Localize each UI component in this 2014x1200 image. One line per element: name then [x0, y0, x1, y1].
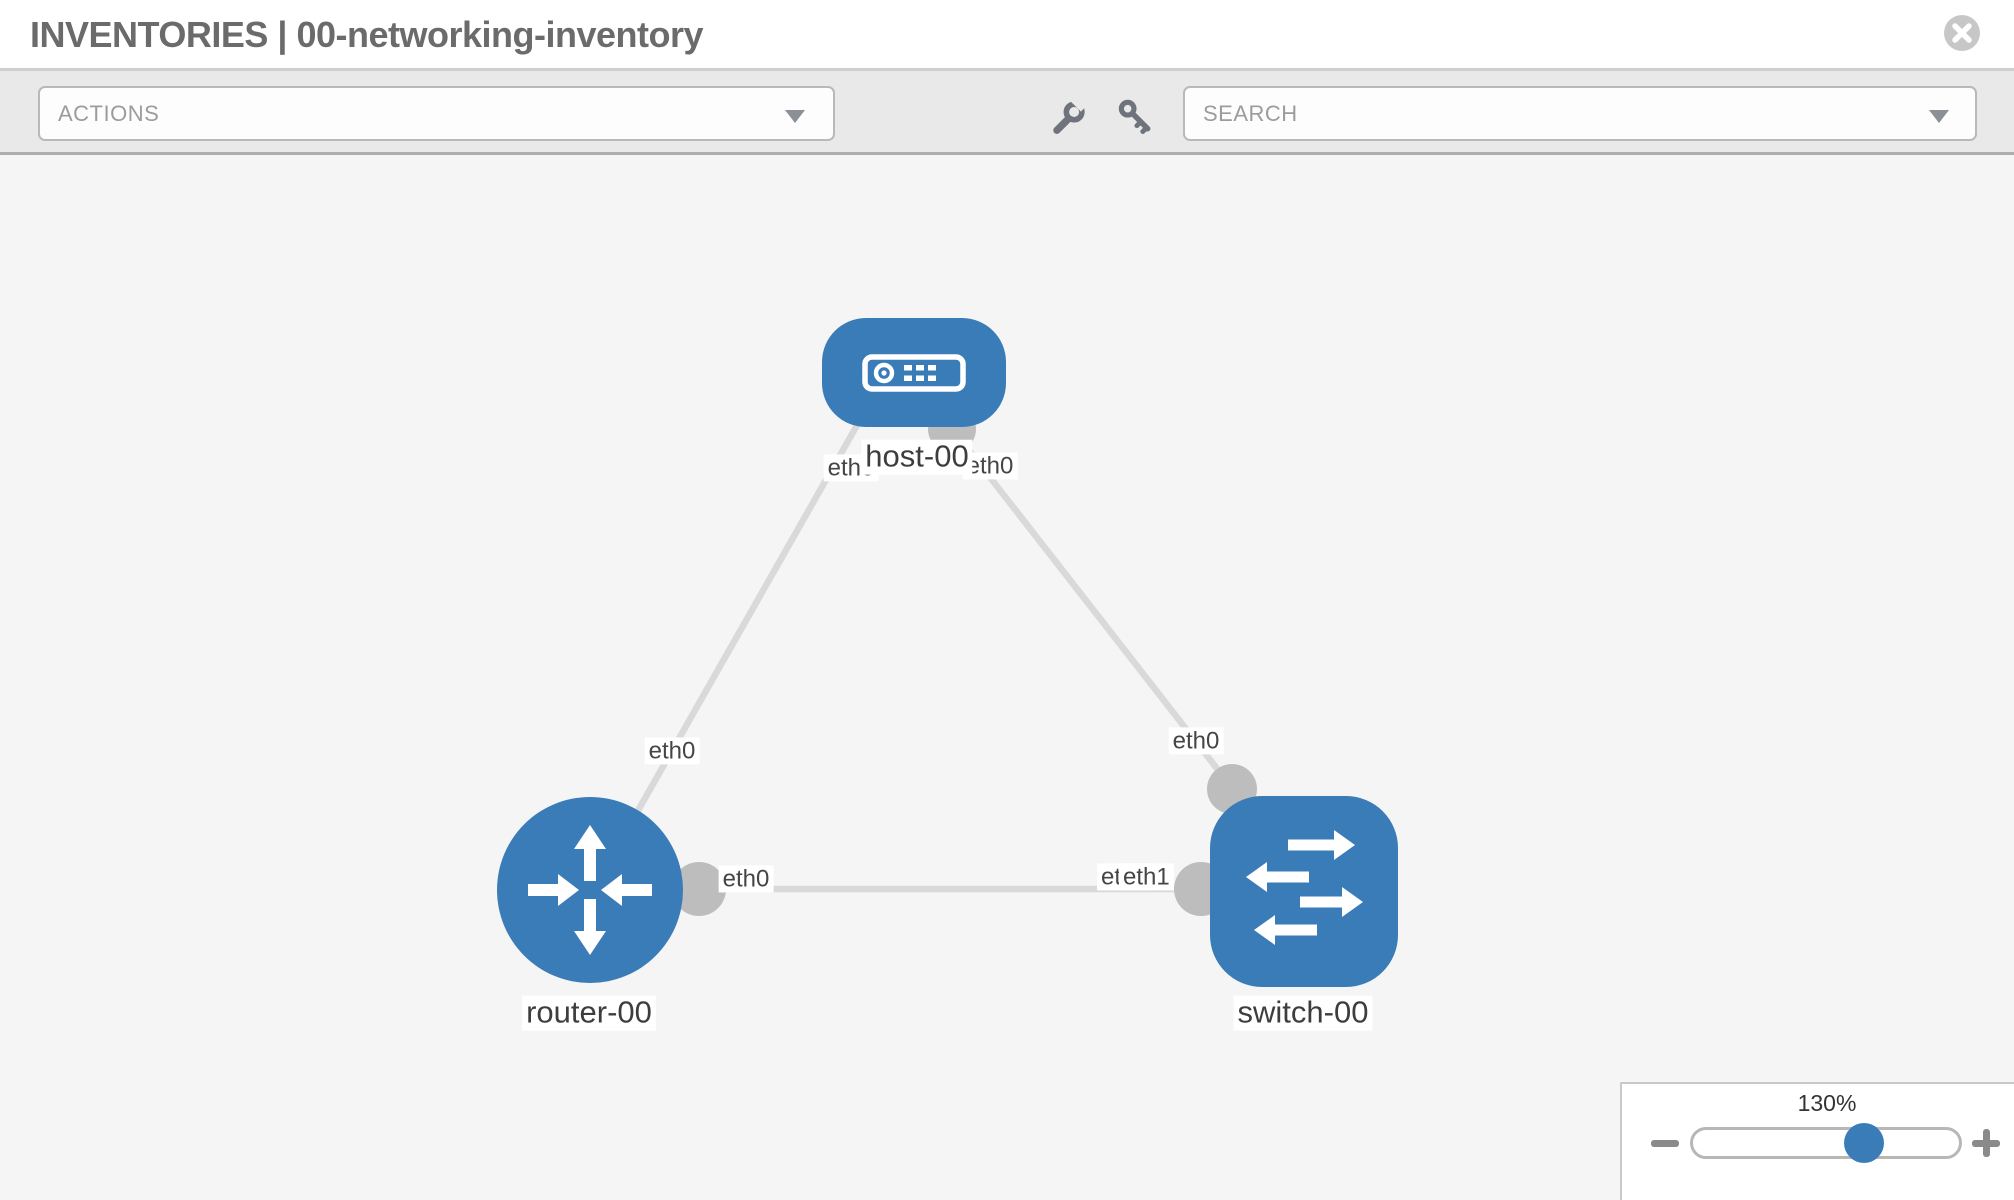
chevron-down-icon — [785, 110, 805, 123]
key-button[interactable] — [1116, 97, 1156, 137]
chevron-down-icon — [1929, 110, 1949, 123]
wrench-icon — [1053, 97, 1088, 134]
close-icon — [1952, 23, 1972, 43]
search-dropdown[interactable]: SEARCH — [1183, 86, 1977, 141]
node-label-router-00: router-00 — [522, 995, 656, 1031]
node-router-00[interactable] — [497, 797, 683, 983]
actions-dropdown-label: ACTIONS — [58, 100, 160, 126]
zoom-control-panel: 130% — [1620, 1082, 2014, 1200]
interface-label: eth0 — [644, 737, 700, 765]
node-label-switch-00: switch-00 — [1233, 995, 1373, 1031]
topology-canvas[interactable] — [0, 155, 2014, 1200]
actions-dropdown[interactable]: ACTIONS — [38, 86, 835, 141]
search-dropdown-label: SEARCH — [1203, 100, 1298, 126]
node-switch-00[interactable] — [1210, 796, 1398, 987]
host-icon — [862, 353, 966, 392]
interface-label: eth0 — [962, 452, 1018, 480]
interface-label: eth1 — [1119, 863, 1174, 891]
zoom-percent: 130% — [1797, 1090, 1857, 1116]
node-host-00[interactable] — [822, 318, 1006, 427]
switch-icon — [1246, 830, 1363, 945]
close-button[interactable] — [1944, 15, 1980, 51]
header-bar: INVENTORIES | 00-networking-inventory — [0, 0, 2014, 71]
interface-label: eth0 — [1168, 727, 1224, 755]
node-label-host-00: host-00 — [861, 439, 973, 475]
interface-connector[interactable] — [672, 862, 726, 916]
router-icon — [528, 825, 652, 955]
tools-button[interactable] — [1048, 97, 1088, 137]
zoom-slider-track[interactable] — [1690, 1127, 1962, 1159]
zoom-in-button[interactable] — [1972, 1129, 2000, 1157]
zoom-out-button[interactable] — [1651, 1140, 1679, 1147]
interface-label: eth0 — [718, 865, 774, 893]
key-icon — [1118, 99, 1151, 134]
plus-icon — [1982, 1129, 1990, 1157]
page-title: INVENTORIES | 00-networking-inventory — [30, 14, 704, 55]
zoom-slider-handle[interactable] — [1844, 1123, 1884, 1163]
